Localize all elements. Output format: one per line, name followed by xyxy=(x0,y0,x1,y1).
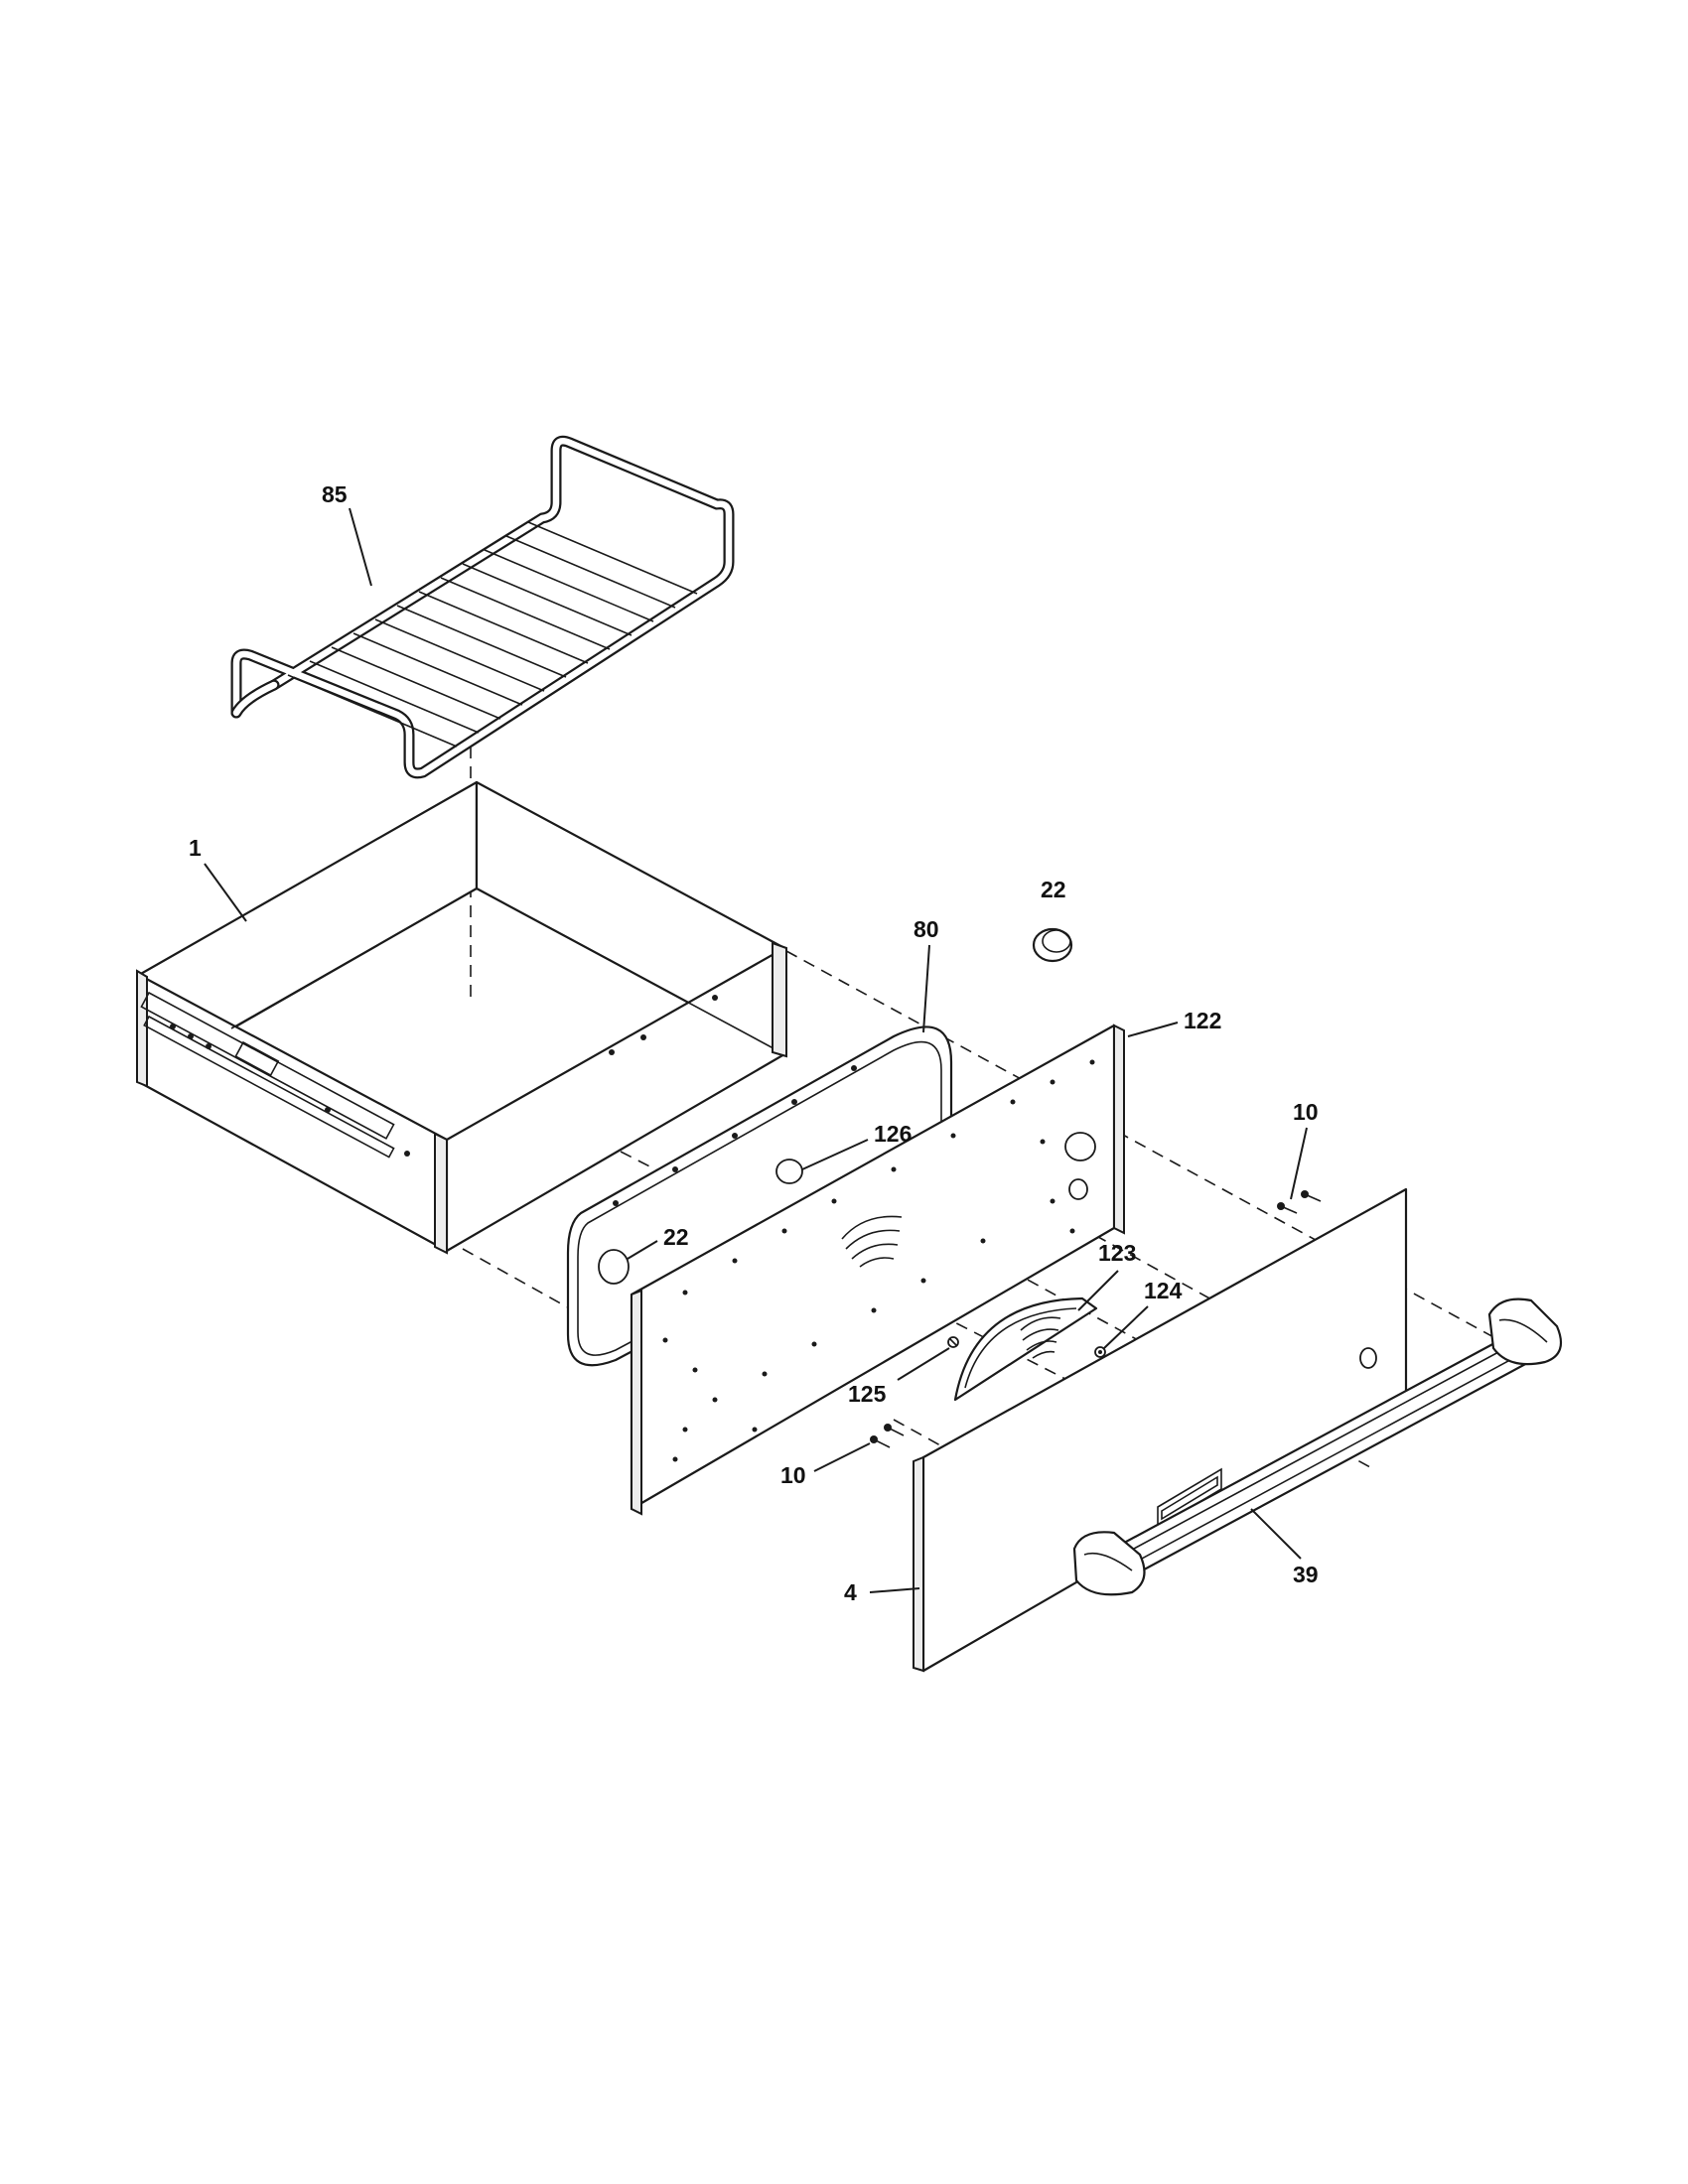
callout-80: 80 xyxy=(914,916,939,942)
callout-4: 4 xyxy=(844,1579,857,1605)
wire-rack xyxy=(230,435,735,779)
callout-126: 126 xyxy=(874,1121,912,1147)
emblem-cover xyxy=(953,1297,1098,1402)
emblem-clip xyxy=(947,1336,959,1348)
callout-22-top: 22 xyxy=(1041,877,1066,902)
nameplate xyxy=(1157,1467,1222,1529)
screws-upper xyxy=(1277,1190,1322,1214)
callout-10-lower: 10 xyxy=(780,1462,806,1488)
callout-123: 123 xyxy=(1098,1240,1136,1266)
callout-125: 125 xyxy=(848,1381,887,1407)
callout-22-left: 22 xyxy=(663,1224,689,1250)
leader-lines xyxy=(204,507,1308,1593)
callout-39: 39 xyxy=(1293,1562,1319,1587)
handle xyxy=(1072,1297,1563,1596)
callout-labels: 85 1 80 22 122 126 22 10 123 124 125 10 … xyxy=(189,481,1319,1605)
callout-122: 122 xyxy=(1184,1008,1221,1033)
top-plug xyxy=(1032,927,1073,963)
callout-124: 124 xyxy=(1144,1278,1183,1303)
rack-bars xyxy=(287,521,698,748)
screws-lower xyxy=(870,1424,905,1448)
emblem-heat-icon xyxy=(1020,1316,1061,1359)
callout-10-upper: 10 xyxy=(1293,1099,1319,1125)
heat-emblem-icon xyxy=(841,1215,903,1268)
callout-85: 85 xyxy=(322,481,348,507)
drawer-body xyxy=(136,780,787,1255)
inner-panel xyxy=(598,1024,1125,1516)
center-plug xyxy=(775,1159,803,1184)
callout-1: 1 xyxy=(189,835,202,861)
emblem-screw xyxy=(1094,1346,1106,1358)
